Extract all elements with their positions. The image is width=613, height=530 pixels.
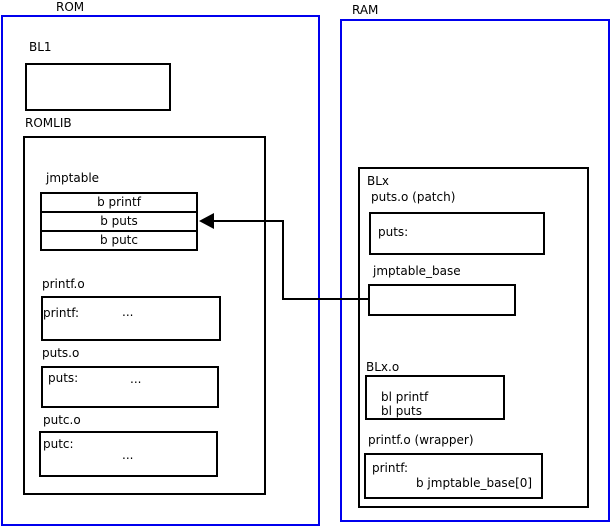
printf-ellipsis: ... <box>122 305 134 319</box>
printf-wrapper-box <box>364 453 543 499</box>
romlib-label: ROMLIB <box>25 116 72 130</box>
puts-patch-label: puts.o (patch) <box>371 190 456 204</box>
jmptable-base-label: jmptable_base <box>373 264 461 278</box>
bl1-label: BL1 <box>29 40 52 54</box>
bl1-box <box>25 63 171 111</box>
rom-region-frame <box>1 15 320 526</box>
putc-ellipsis: ... <box>122 448 134 462</box>
puts-o-box <box>41 366 219 408</box>
ram-region-label: RAM <box>352 3 379 17</box>
rom-region-label: ROM <box>56 0 85 14</box>
puts-patch-symbol: puts: <box>378 225 409 239</box>
arrow-segment-vertical <box>282 220 284 300</box>
blx-o-box <box>365 375 505 420</box>
blx-o-line2: bl puts <box>381 404 422 418</box>
jmptable-row-puts: b puts <box>40 211 198 232</box>
puts-patch-box <box>369 212 545 255</box>
jmptable-box: b printf b puts b putc <box>40 192 198 251</box>
blx-o-label: BLx.o <box>366 360 400 374</box>
printf-wrapper-branch: b jmptable_base[0] <box>416 476 533 490</box>
jmptable-row-putc: b putc <box>40 230 198 251</box>
putc-o-label: putc.o <box>43 413 81 427</box>
arrow-segment-bottom <box>283 298 369 300</box>
putc-symbol: putc: <box>43 437 74 451</box>
printf-o-box <box>41 296 221 341</box>
printf-wrapper-label: printf.o (wrapper) <box>368 433 474 447</box>
blx-o-line1: bl printf <box>381 390 429 404</box>
blx-label: BLx <box>367 174 390 188</box>
jmptable-base-box <box>368 284 516 316</box>
puts-o-label: puts.o <box>42 346 80 360</box>
puts-ellipsis: ... <box>130 372 142 386</box>
jmptable-row-printf: b printf <box>40 192 198 213</box>
ram-region-frame <box>340 19 610 522</box>
printf-wrapper-symbol: printf: <box>372 461 409 475</box>
jmptable-label: jmptable <box>46 171 100 185</box>
printf-symbol: printf: <box>43 306 80 320</box>
arrow-segment-top <box>212 220 284 222</box>
putc-o-box <box>39 431 218 477</box>
puts-symbol: puts: <box>48 371 79 385</box>
arrow-head-icon <box>199 213 214 229</box>
printf-o-label: printf.o <box>42 277 85 291</box>
